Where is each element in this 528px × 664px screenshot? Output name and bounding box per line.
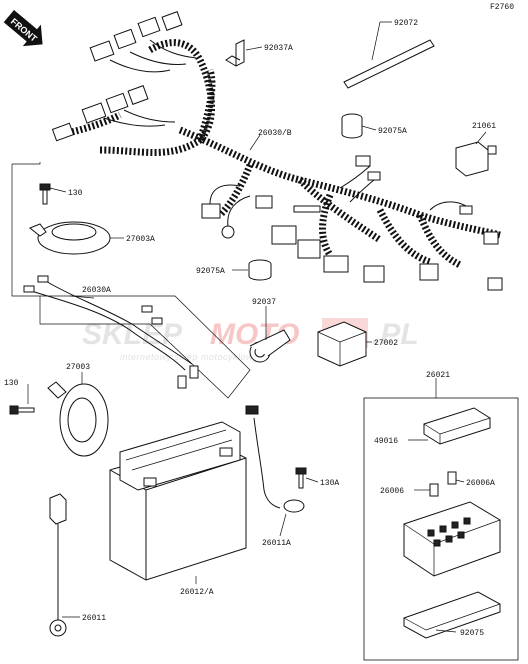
label-130-left: 130 <box>4 379 19 388</box>
fuse-26006A-icon <box>447 471 457 485</box>
horn-27003A-icon <box>29 221 111 255</box>
label-92075A-top: 92075A <box>378 127 407 136</box>
label-92075A-mid: 92075A <box>196 267 225 276</box>
horn-subassembly-frame <box>11 162 251 399</box>
cable-strap-92072-icon <box>343 39 435 89</box>
bolt-130-left-icon <box>9 405 35 415</box>
label-26021: 26021 <box>426 371 450 380</box>
battery-cable-26011A-icon <box>245 405 305 513</box>
label-130A: 130A <box>320 479 339 488</box>
label-130-top: 130 <box>68 189 83 198</box>
connector-cluster-right <box>201 155 503 291</box>
label-26006: 26006 <box>380 487 404 496</box>
bolt-130-top-icon <box>39 183 51 205</box>
main-harness-26030B <box>59 39 501 269</box>
label-26012A: 26012/A <box>180 588 214 597</box>
label-26030B: 26030/B <box>258 129 292 138</box>
label-26030A: 26030A <box>82 286 111 295</box>
watermark-brand-left: SKLEP <box>82 318 183 351</box>
front-arrow-icon: FRONT <box>3 10 43 47</box>
bracket-92037A-icon <box>225 39 245 67</box>
battery-cable-26011-icon <box>49 493 67 637</box>
fuse-box-26021-frame <box>363 397 519 661</box>
clamp-92037-icon <box>249 329 291 363</box>
label-92075: 92075 <box>460 629 484 638</box>
leader-lines <box>27 21 487 633</box>
battery-26012A-icon <box>109 421 247 581</box>
fuse-cover-49016-icon <box>423 407 491 445</box>
sub-harness-26030A-icon <box>23 275 199 389</box>
label-27002: 27002 <box>374 339 398 348</box>
pad-92075-icon <box>403 591 501 639</box>
diagram-code: F2760 <box>490 3 514 12</box>
label-21061: 21061 <box>472 122 496 131</box>
relay-21061-icon <box>455 141 497 177</box>
relay-27002-icon <box>317 321 367 367</box>
label-49016: 49016 <box>374 437 398 446</box>
label-26011A: 26011A <box>262 539 291 548</box>
label-92037A: 92037A <box>264 44 293 53</box>
label-27003A: 27003A <box>126 235 155 244</box>
fuse-26006-icon <box>429 483 439 497</box>
label-26011: 26011 <box>82 614 106 623</box>
label-27003: 27003 <box>66 363 90 372</box>
bolt-130A-icon <box>295 467 307 489</box>
horn-27003-icon <box>47 381 109 457</box>
label-92037: 92037 <box>252 298 276 307</box>
fuse-block-icon <box>403 501 501 577</box>
watermark-tagline: internetowy sklep motocyklowy <box>120 352 258 362</box>
grommet-92075A-top-icon <box>341 113 363 139</box>
label-26006A: 26006A <box>466 479 495 488</box>
part-labels: 92072 92037A 26030/B 92075A 21061 130 27… <box>4 19 496 638</box>
watermark-brand-tld: .PL <box>372 318 419 351</box>
label-92072: 92072 <box>394 19 418 28</box>
grommet-92075A-mid-icon <box>248 259 272 281</box>
connector-cluster-top-left <box>51 11 197 142</box>
